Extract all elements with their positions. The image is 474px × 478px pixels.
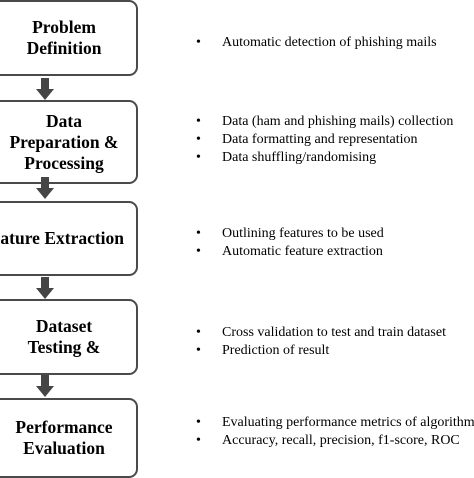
bullet-item: Accuracy, recall, precision, f1-score, R…: [196, 432, 474, 450]
bullet-item: Data (ham and phishing mails) collection: [196, 113, 453, 131]
step-label-line: Feature Extraction: [0, 228, 125, 248]
bullet-item: Cross validation to test and train datas…: [196, 324, 446, 342]
step-bullets-data-preparation: Data (ham and phishing mails) collection…: [196, 113, 453, 167]
step-label-line: Testing &: [27, 337, 101, 357]
step-label-line: Evaluation: [23, 438, 105, 458]
step-bullets-performance-evaluation: Evaluating performance metrics of algori…: [196, 414, 474, 450]
bullet-item: Automatic detection of phishing mails: [196, 34, 437, 52]
step-label-line: Processing: [24, 152, 104, 173]
step-box-performance-evaluation: Performance Evaluation: [0, 398, 138, 478]
down-arrow-icon: [36, 375, 54, 397]
step-box-dataset-testing: Dataset Testing &: [0, 299, 138, 375]
step-label-line: Preparation &: [9, 131, 119, 152]
bullet-item: Automatic feature extraction: [196, 243, 384, 261]
bullet-item: Prediction of result: [196, 342, 446, 360]
step-bullets-problem-definition: Automatic detection of phishing mails: [196, 34, 437, 52]
down-arrow-icon: [36, 177, 54, 199]
step-label-line: Data: [46, 110, 82, 131]
step-box-problem-definition: Problem Definition: [0, 0, 138, 76]
step-label-line: Dataset: [35, 316, 93, 336]
step-bullets-dataset-testing: Cross validation to test and train datas…: [196, 324, 446, 360]
down-arrow-icon: [36, 78, 54, 100]
bullet-item: Evaluating performance metrics of algori…: [196, 414, 474, 432]
step-box-data-preparation: Data Preparation & Processing: [0, 100, 138, 184]
step-bullets-feature-extraction: Outlining features to be used Automatic …: [196, 225, 384, 261]
step-label-line: Definition: [26, 38, 102, 58]
bullet-item: Data shuffling/randomising: [196, 149, 453, 167]
step-label-line: Problem: [32, 17, 96, 37]
step-label-line: Performance: [15, 417, 113, 437]
bullet-item: Data formatting and representation: [196, 131, 453, 149]
bullet-item: Outlining features to be used: [196, 225, 384, 243]
step-box-feature-extraction: Feature Extraction: [0, 201, 138, 276]
down-arrow-icon: [36, 277, 54, 299]
